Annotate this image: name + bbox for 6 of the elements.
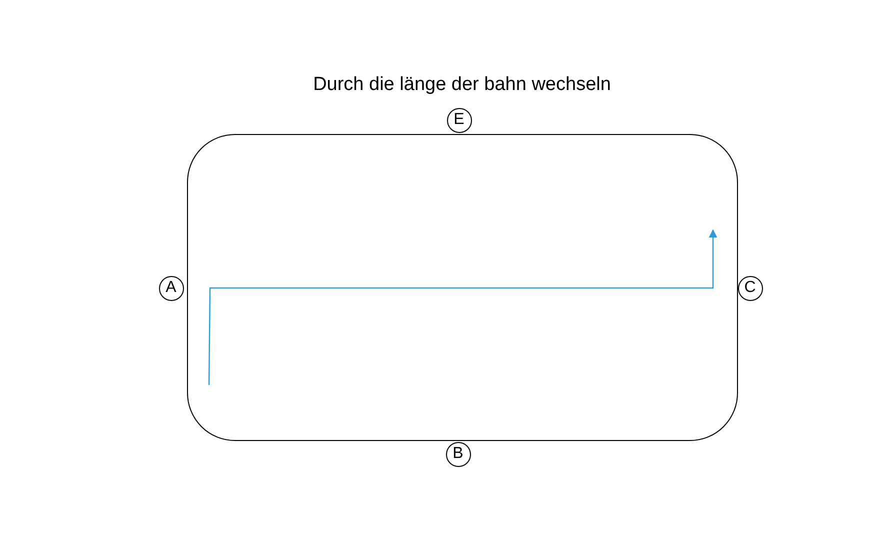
letter-marker: A (158, 276, 184, 300)
letter-marker: C (738, 276, 762, 300)
letter-marker: B (446, 442, 470, 466)
letter-marker: E (446, 108, 472, 132)
diagram-title: Durch die länge der bahn wechseln (312, 74, 612, 96)
arena-outline (187, 134, 738, 441)
